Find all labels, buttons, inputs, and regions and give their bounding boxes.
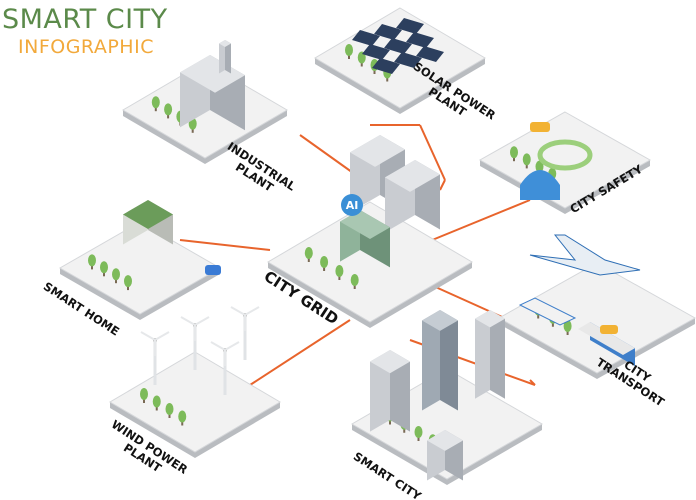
building-roof bbox=[370, 350, 410, 374]
skyscraper bbox=[475, 310, 505, 399]
building-roof bbox=[422, 310, 458, 331]
ring-icon bbox=[537, 139, 593, 171]
smart-house bbox=[123, 200, 173, 245]
building-front bbox=[219, 40, 225, 74]
tree-icon bbox=[414, 426, 423, 438]
solar-panel bbox=[352, 30, 380, 46]
building-front bbox=[475, 310, 490, 399]
tree-icon bbox=[345, 44, 353, 56]
solar-panel bbox=[394, 52, 422, 68]
connector-line bbox=[439, 179, 446, 191]
wind-turbine-blades bbox=[230, 306, 260, 331]
building-side bbox=[490, 310, 505, 399]
tile-top bbox=[267, 201, 473, 323]
skyscraper bbox=[370, 350, 410, 432]
tree-icon bbox=[535, 160, 544, 173]
tree-icon bbox=[112, 268, 120, 281]
building-roof bbox=[219, 40, 231, 47]
connector-line bbox=[179, 239, 271, 251]
taxi-icon bbox=[600, 325, 618, 334]
ai-core bbox=[340, 210, 390, 268]
building-front bbox=[370, 350, 390, 432]
ai-badge bbox=[341, 194, 363, 216]
connector-line bbox=[419, 199, 531, 246]
tile-city-safety bbox=[478, 111, 652, 214]
solar-panel bbox=[396, 18, 424, 34]
connector-line bbox=[419, 124, 446, 181]
wind-turbine-blades bbox=[180, 316, 210, 341]
tree-icon bbox=[140, 388, 148, 400]
building-side bbox=[440, 310, 458, 411]
building-roof bbox=[475, 310, 505, 328]
tree-icon bbox=[522, 153, 531, 166]
building-roof bbox=[123, 200, 173, 229]
building-roof bbox=[340, 210, 390, 239]
building-side bbox=[390, 350, 410, 432]
tree-icon bbox=[165, 403, 174, 415]
solar-panel bbox=[384, 38, 412, 54]
ai-badge-text: AI bbox=[346, 199, 359, 212]
tile-city-grid bbox=[267, 201, 473, 328]
title-line1: SMART CITY bbox=[2, 4, 168, 35]
taxi-icon bbox=[530, 122, 550, 132]
connector-line bbox=[249, 319, 351, 386]
tree-icon bbox=[304, 247, 313, 259]
factory-building bbox=[180, 55, 245, 131]
solar-panel bbox=[372, 58, 400, 74]
server-rack bbox=[385, 160, 440, 233]
building-roof bbox=[427, 430, 463, 451]
tile-top bbox=[497, 262, 696, 374]
tram-icon bbox=[518, 297, 577, 326]
building-roof bbox=[578, 322, 635, 356]
solar-panel bbox=[374, 24, 402, 40]
skyscraper bbox=[422, 310, 458, 411]
tile-top bbox=[478, 111, 652, 209]
building-front bbox=[422, 310, 440, 411]
tile-wind-power-plant bbox=[109, 351, 281, 458]
solar-panel bbox=[362, 44, 390, 60]
title-line2: INFOGRAPHIC bbox=[18, 36, 154, 58]
shield-icon bbox=[520, 170, 560, 200]
tree-icon bbox=[320, 256, 329, 268]
tree-icon bbox=[151, 96, 160, 109]
wind-turbine-blades bbox=[140, 331, 170, 356]
tile-top bbox=[109, 351, 281, 453]
skyscraper bbox=[427, 430, 463, 481]
tile-top bbox=[58, 221, 222, 315]
tree-icon bbox=[510, 146, 518, 159]
tree-icon bbox=[335, 265, 344, 277]
building-roof bbox=[180, 55, 245, 93]
solar-panel bbox=[406, 32, 434, 48]
tree-icon bbox=[124, 275, 132, 288]
tree-icon bbox=[100, 261, 108, 274]
connector-line bbox=[529, 379, 536, 386]
building-roof bbox=[350, 135, 405, 167]
tree-icon bbox=[563, 320, 572, 332]
solar-panel bbox=[416, 46, 444, 62]
tree-icon bbox=[350, 274, 359, 286]
car-icon bbox=[205, 265, 221, 275]
wind-turbine-blades bbox=[210, 341, 240, 366]
tile-smart-home bbox=[58, 221, 222, 320]
building-side bbox=[225, 40, 231, 74]
tree-icon bbox=[88, 254, 96, 267]
airplane-icon bbox=[529, 234, 641, 276]
tree-icon bbox=[164, 103, 173, 116]
building-roof bbox=[385, 160, 440, 192]
tree-icon bbox=[178, 410, 187, 423]
chimney bbox=[219, 40, 231, 74]
tree-icon bbox=[152, 395, 161, 408]
